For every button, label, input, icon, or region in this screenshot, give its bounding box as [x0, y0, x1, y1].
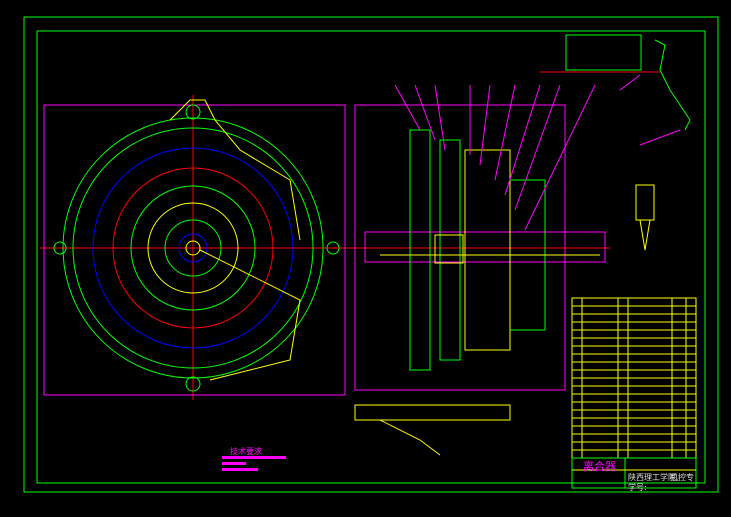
major-name: 机控专: [670, 473, 694, 482]
front-view: [40, 95, 360, 400]
notes-line: [222, 456, 286, 459]
leader-lines: [394, 74, 681, 231]
drawing-name: 离合器: [583, 460, 616, 473]
drawing-frame: [23, 16, 719, 493]
section-view: [354, 104, 610, 391]
notes-line: [222, 468, 258, 471]
student-id-label: 学号:: [628, 483, 647, 492]
notes-heading: 技术要求: [230, 447, 262, 456]
school-name: 陕西理工学院: [628, 473, 676, 482]
notes-line: [222, 462, 246, 465]
parts-list: [571, 297, 697, 489]
pedal-assembly: [354, 34, 691, 456]
